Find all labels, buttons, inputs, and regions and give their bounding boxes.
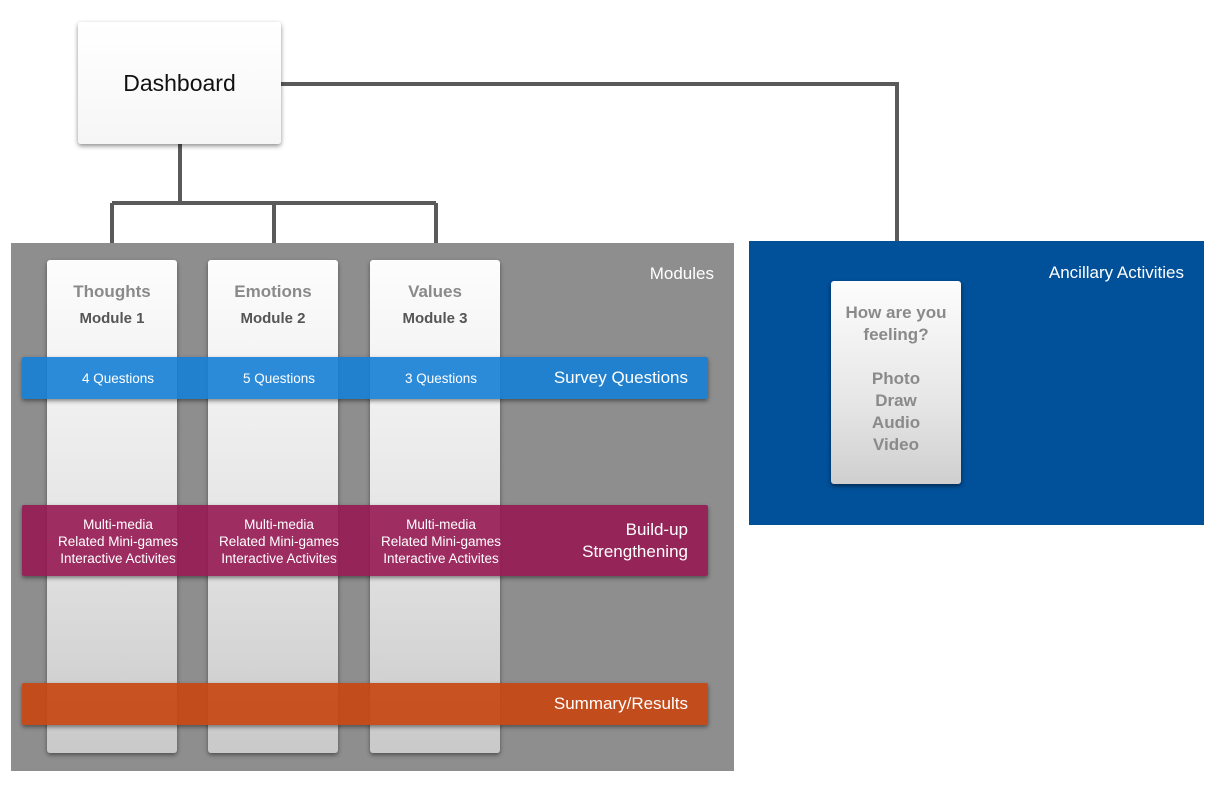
build-item: Related Mini-games [57, 534, 179, 549]
modules-panel-title: Modules [649, 264, 714, 283]
build-item: Multi-media [406, 517, 476, 532]
module-name: Values [408, 282, 462, 301]
build-item: Interactive Activites [221, 551, 337, 566]
build-band-label: Build-up Strengthening [488, 519, 688, 563]
feeling-options: Photo Draw Audio Video [831, 368, 961, 456]
module-name: Emotions [234, 282, 312, 301]
feeling-question-line2: feeling? [863, 325, 929, 344]
build-band-label-line2: Strengthening [582, 542, 688, 561]
feeling-option-audio: Audio [871, 413, 921, 432]
build-items-module-2: Multi-media Related Mini-games Interacti… [214, 516, 344, 567]
build-items-module-1: Multi-media Related Mini-games Interacti… [53, 516, 183, 567]
feeling-option-photo: Photo [871, 369, 921, 388]
feeling-option-draw: Draw [875, 391, 917, 410]
ancillary-activities-panel: Ancillary Activities [749, 241, 1204, 525]
module-name: Thoughts [73, 282, 151, 301]
build-item: Interactive Activites [383, 551, 499, 566]
dashboard-label: Dashboard [123, 69, 236, 96]
ancillary-panel-title: Ancillary Activities [1048, 263, 1184, 282]
summary-band-label: Summary/Results [553, 694, 688, 713]
build-items-module-3: Multi-media Related Mini-games Interacti… [376, 516, 506, 567]
build-up-strengthening-band[interactable]: Multi-media Related Mini-games Interacti… [22, 505, 708, 576]
summary-results-band[interactable]: Summary/Results [22, 683, 708, 725]
ancillary-connector [281, 82, 899, 283]
survey-count-module-2: 5 Questions [242, 371, 316, 386]
survey-count-module-3: 3 Questions [404, 371, 478, 386]
module-number: Module 3 [402, 310, 468, 327]
survey-count-module-1: 4 Questions [81, 371, 155, 386]
module-number: Module 2 [240, 310, 306, 327]
feeling-question-line1: How are you [845, 303, 947, 322]
build-item: Multi-media [83, 517, 153, 532]
build-item: Interactive Activites [60, 551, 176, 566]
how-are-you-feeling-card[interactable]: How are you feeling? Photo Draw Audio Vi… [831, 281, 961, 484]
dashboard-node[interactable]: Dashboard [78, 22, 281, 144]
build-item: Multi-media [244, 517, 314, 532]
feeling-option-video: Video [873, 435, 919, 454]
build-item: Related Mini-games [218, 534, 340, 549]
build-item: Related Mini-games [380, 534, 502, 549]
survey-band-label: Survey Questions [553, 368, 688, 387]
feeling-question: How are you feeling? [831, 302, 961, 346]
survey-questions-band[interactable]: 4 Questions 5 Questions 3 Questions Surv… [22, 357, 708, 399]
module-number: Module 1 [79, 310, 145, 327]
build-band-label-line1: Build-up [625, 520, 688, 539]
